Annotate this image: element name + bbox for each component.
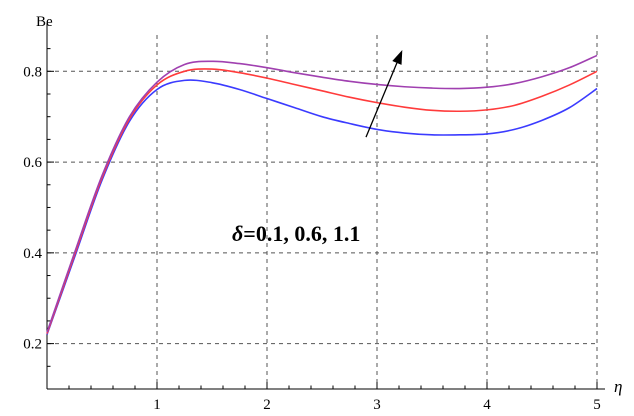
x-tick-label-3: 4 bbox=[483, 397, 491, 413]
arrow-shaft bbox=[365, 62, 398, 138]
grid-lines bbox=[47, 35, 598, 389]
y-tick-label-1: 0.4 bbox=[23, 246, 42, 262]
series-line-2 bbox=[46, 54, 598, 333]
series-group bbox=[46, 54, 598, 335]
series-line-1 bbox=[46, 68, 598, 334]
delta-values: =0.1, 0.6, 1.1 bbox=[243, 221, 360, 246]
series-line-0 bbox=[46, 79, 598, 335]
x-tick-label-2: 3 bbox=[373, 397, 381, 413]
x-tick-label-1: 2 bbox=[263, 397, 271, 413]
y-tick-label-2: 0.6 bbox=[23, 155, 42, 171]
x-tick-label-0: 1 bbox=[153, 397, 161, 413]
arrow-head bbox=[392, 49, 403, 65]
y-tick-label-3: 0.8 bbox=[23, 64, 42, 80]
y-axis-label: Be bbox=[36, 14, 53, 30]
x-axis-label: η bbox=[614, 377, 622, 396]
x-tick-label-4: 5 bbox=[593, 397, 601, 413]
trend-arrow bbox=[365, 49, 403, 138]
y-tick-label-0: 0.2 bbox=[23, 337, 42, 353]
delta-symbol: δ bbox=[232, 221, 243, 246]
ticks: 1 2 3 4 5 0.2 0.4 0.6 0.8 bbox=[23, 48, 601, 413]
axes bbox=[46, 23, 605, 390]
delta-annotation: δ=0.1, 0.6, 1.1 bbox=[232, 221, 360, 246]
